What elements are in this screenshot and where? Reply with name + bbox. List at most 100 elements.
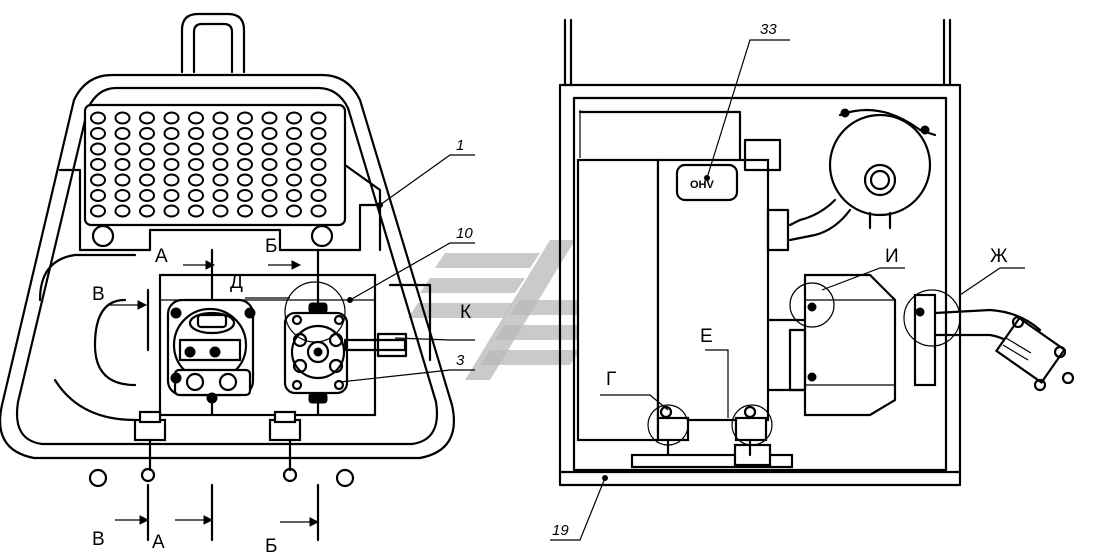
guard-hole	[90, 204, 106, 218]
guard-hole	[139, 127, 155, 140]
callout-motor: 33	[760, 21, 777, 38]
side-view: OHV	[550, 18, 1075, 541]
watermark-logo	[408, 240, 610, 380]
guard-hole	[261, 127, 278, 140]
guard-hole	[163, 142, 180, 156]
guard-hole	[310, 173, 327, 187]
guard-hole	[237, 111, 253, 125]
guard-hole	[261, 204, 278, 218]
guard-hole	[114, 111, 131, 125]
callout-filter: 3	[456, 352, 465, 369]
guard-hole	[237, 142, 253, 156]
guard-hole	[286, 189, 302, 202]
guard-hole	[286, 142, 302, 156]
frame-inner	[15, 86, 439, 446]
guard-hole	[310, 142, 327, 156]
guard-hole	[261, 111, 278, 125]
guard-hole	[286, 158, 302, 171]
label-section-d: Д	[230, 272, 243, 293]
front-view	[0, 12, 475, 542]
guard-hole	[188, 204, 204, 218]
guard-hole	[212, 173, 229, 187]
guard-hole	[139, 111, 155, 125]
guard-hole	[237, 189, 253, 202]
guard-hole	[114, 127, 131, 140]
guard-hole	[188, 111, 204, 125]
label-section-b-bottom: Б	[265, 536, 277, 557]
motor-logo-plate	[675, 163, 739, 202]
guard-hole	[163, 173, 180, 187]
guard-hole	[310, 158, 327, 171]
guard-hole	[90, 142, 106, 156]
guard-hole	[310, 204, 327, 218]
left-pump	[166, 298, 256, 404]
callout-frame: 1	[456, 137, 464, 154]
label-section-v-bottom: В	[92, 529, 105, 550]
guard-hole	[139, 158, 155, 171]
guard-hole	[163, 111, 180, 125]
guard-hole	[310, 127, 327, 140]
motor-body	[656, 158, 770, 422]
filter-canister	[788, 108, 937, 242]
guard-hole	[163, 204, 180, 218]
guard-hole	[212, 142, 229, 156]
label-detail-e: Е	[700, 326, 713, 347]
guard-hole	[114, 204, 131, 218]
guard-hole	[212, 204, 229, 218]
guard-hole	[286, 204, 302, 218]
guard-hole	[261, 189, 278, 202]
guard-hole	[212, 111, 229, 125]
guard-hole	[188, 142, 204, 156]
callout-base: 19	[552, 522, 569, 539]
label-detail-i: И	[885, 246, 899, 267]
guard-hole	[90, 111, 106, 125]
guard-hole	[114, 173, 131, 187]
guard-hole	[139, 204, 155, 218]
guard-hole	[310, 189, 327, 202]
guard-hole	[90, 173, 106, 187]
guard-hole	[90, 127, 106, 140]
label-section-b-top: Б	[265, 236, 277, 257]
label-detail-g: Г	[606, 369, 616, 390]
guard-hole	[310, 111, 327, 125]
guard-hole	[261, 173, 278, 187]
label-section-k: К	[460, 302, 471, 323]
label-section-v-left: В	[92, 284, 105, 305]
frame-outer	[0, 73, 455, 460]
guard-hole	[139, 173, 155, 187]
guard-hole	[212, 127, 229, 140]
label-section-a-bottom: А	[152, 532, 165, 553]
lifting-handle	[180, 12, 246, 74]
side-frame	[558, 83, 962, 487]
guard-hole	[286, 173, 302, 187]
guard-holes	[90, 111, 327, 218]
guard-hole	[139, 189, 155, 202]
callout-pump-block: 10	[456, 225, 473, 242]
guard-hole	[212, 189, 229, 202]
guard-hole	[188, 127, 204, 140]
outlet-pipe	[933, 308, 1075, 392]
guard-hole	[114, 158, 131, 171]
guard-hole	[237, 173, 253, 187]
motor-logo: OHV	[690, 179, 715, 191]
label-section-a-top: А	[155, 246, 168, 267]
guard-hole	[286, 111, 302, 125]
guard-hole	[261, 158, 278, 171]
guard-hole	[212, 158, 229, 171]
guard-hole	[114, 189, 131, 202]
guard-hole	[237, 158, 253, 171]
guard-hole	[261, 142, 278, 156]
label-detail-zh: Ж	[990, 246, 1008, 267]
guard-hole	[163, 189, 180, 202]
guard-hole	[286, 127, 302, 140]
guard-hole	[90, 189, 106, 202]
guard-hole	[163, 127, 180, 140]
guard-hole	[90, 158, 106, 171]
guard-hole	[188, 189, 204, 202]
guard-hole	[188, 173, 204, 187]
guard-hole	[139, 142, 155, 156]
pump-assembly	[766, 273, 937, 417]
guard-hole	[114, 142, 131, 156]
guard-hole	[237, 204, 253, 218]
